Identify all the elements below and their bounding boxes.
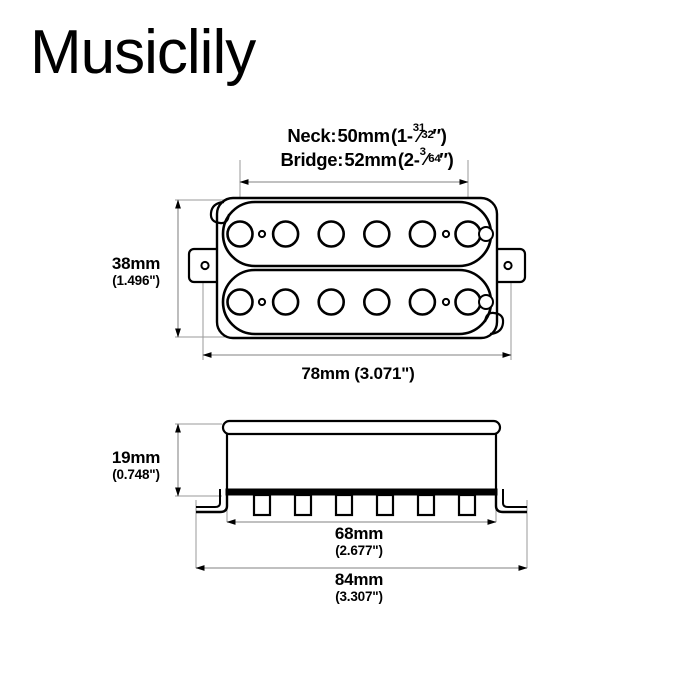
small-hole-lower-left (257, 297, 267, 307)
bridge-paren-open: ( (396, 148, 404, 170)
neck-spacing-row: Neck: 50mm (1-31⁄32″) (222, 122, 512, 148)
bridge-separator: : (337, 148, 344, 170)
pole-piece-lower-4 (362, 288, 391, 316)
neck-label: Neck (287, 125, 331, 146)
top-view (187, 196, 527, 340)
bridge-fraction-denominator: 64 (428, 152, 441, 165)
small-hole-lower-right (441, 297, 451, 307)
height-19mm-metric: 19mm (111, 448, 161, 467)
pole-piece-upper-6 (454, 220, 482, 248)
pole-piece-upper-5 (408, 220, 437, 248)
string-spacing-labels: Neck: 50mm (1-31⁄32″) Bridge: 52mm (2-3⁄… (222, 122, 512, 172)
small-hole-upper-right (441, 229, 451, 239)
dimension-label-height-19mm: 19mm (0.748") (90, 448, 182, 482)
small-holes-upper (257, 226, 494, 242)
side-mounting-bracket-right-inner (502, 489, 527, 508)
corner-detail-top-left (209, 200, 231, 225)
neck-paren-close: ″) (432, 125, 447, 146)
dimension-label-height-38mm: 38mm (1.496") (90, 254, 182, 288)
side-mounting-bracket-left-inner (196, 489, 221, 508)
width-68mm-imperial: (2.677") (335, 543, 383, 559)
pole-pieces-lower (226, 288, 482, 316)
bridge-label: Bridge (280, 148, 338, 170)
width-68mm-metric: 68mm (334, 524, 384, 543)
pole-piece-lower-6 (454, 288, 482, 316)
adjust-hole-upper-right (478, 226, 494, 242)
corner-detail-bottom-right (483, 311, 505, 336)
pole-leg-1 (252, 493, 272, 517)
pole-leg-3 (334, 493, 354, 517)
pole-leg-4 (375, 493, 395, 517)
side-view-top-rim (221, 419, 502, 436)
mounting-screw-hole-left (200, 260, 210, 271)
bridge-spacing-row: Bridge: 52mm (2-3⁄64″) (222, 146, 512, 172)
neck-separator: : (330, 125, 337, 146)
small-hole-upper-left (257, 229, 267, 239)
bridge-imperial-whole: 2- (403, 148, 420, 170)
width-84mm-imperial: (3.307") (335, 589, 383, 605)
height-38mm-imperial: (1.496") (112, 273, 160, 289)
neck-imperial-fraction: 31⁄32 (413, 122, 434, 146)
width-78mm-metric: 78mm (3.071") (301, 364, 415, 383)
dimension-label-width-78mm: 78mm (3.071") (258, 364, 458, 383)
pole-leg-6 (457, 493, 477, 517)
mounting-screw-hole-right (503, 260, 513, 271)
width-84mm-metric: 84mm (334, 570, 384, 589)
bridge-metric: 52mm (344, 148, 397, 170)
fraction-slash-icon: ⁄ (418, 125, 421, 146)
fraction-slash-icon: ⁄ (424, 149, 428, 170)
side-mounting-bracket-right-outer (494, 489, 527, 514)
pole-piece-lower-5 (408, 288, 437, 316)
pole-piece-lower-2 (271, 288, 300, 316)
pole-leg-5 (416, 493, 436, 517)
pole-piece-upper-3 (317, 220, 346, 248)
neck-metric: 50mm (337, 125, 391, 146)
neck-paren-open: ( (389, 125, 397, 146)
bridge-paren-close: ″) (439, 148, 454, 170)
pole-piece-upper-1 (226, 220, 254, 248)
pole-piece-upper-4 (362, 220, 391, 248)
adjust-hole-lower-right (478, 294, 494, 310)
side-view-pole-legs (252, 493, 477, 517)
side-view-body-walls (225, 434, 498, 492)
height-38mm-metric: 38mm (111, 254, 161, 273)
pole-pieces-upper (226, 220, 482, 248)
bridge-fraction-numerator: 3 (419, 145, 426, 158)
bridge-imperial-fraction: 3⁄64 (420, 146, 441, 170)
pole-leg-2 (293, 493, 313, 517)
side-view (196, 419, 527, 517)
neck-fraction-numerator: 31 (412, 122, 425, 135)
small-holes-lower (257, 294, 494, 310)
neck-imperial-whole: 1- (396, 125, 413, 146)
side-mounting-bracket-left-outer (196, 489, 229, 514)
dimension-lines (175, 179, 528, 571)
dimension-label-width-68mm: 68mm (2.677") (285, 524, 433, 558)
dimension-label-width-84mm: 84mm (3.307") (285, 570, 433, 604)
pole-piece-lower-3 (317, 288, 346, 316)
pole-piece-upper-2 (271, 220, 300, 248)
brand-logo: Musiclily (30, 18, 256, 87)
neck-fraction-denominator: 32 (421, 129, 434, 142)
pole-piece-lower-1 (226, 288, 254, 316)
height-19mm-imperial: (0.748") (112, 467, 160, 483)
